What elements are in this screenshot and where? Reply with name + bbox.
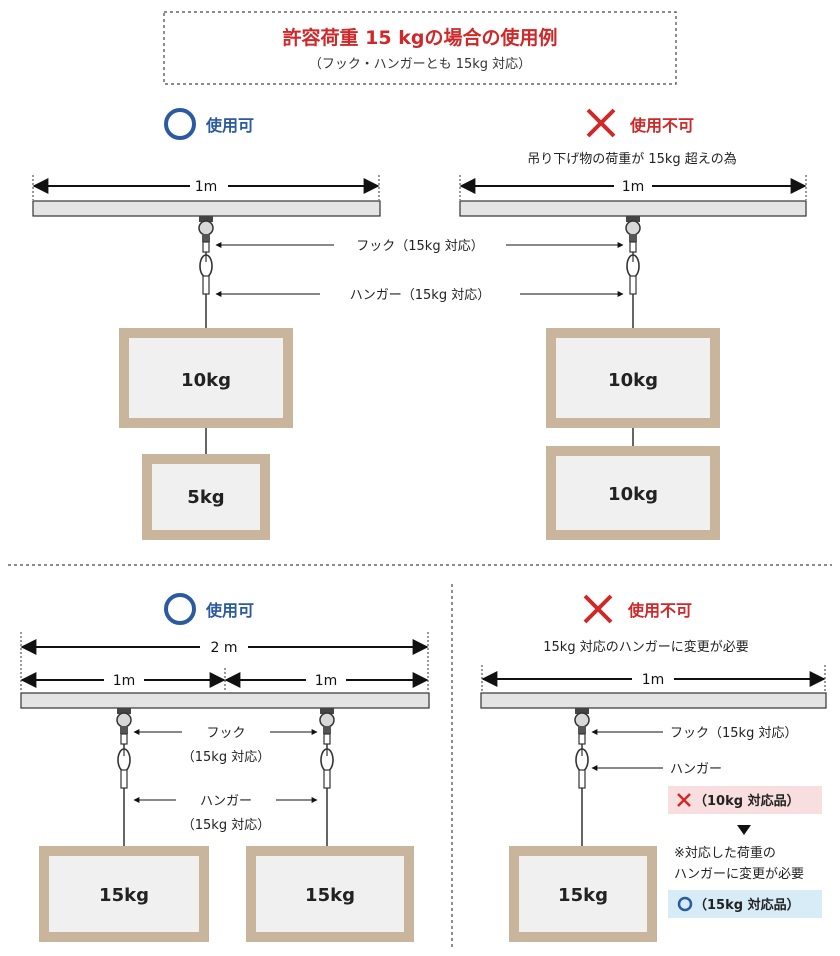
status-ok-label: 使用可 bbox=[205, 116, 254, 135]
hanger-callout-sub: （15kg 対応） bbox=[182, 818, 270, 833]
note-line-2: ハンガーに変更が必要 bbox=[674, 866, 804, 882]
weight-box bbox=[142, 454, 270, 540]
header-subtitle: （フック・ハンガーとも 15kg 対応） bbox=[309, 57, 531, 72]
panel-top-right: 使用不可 吊り下げ物の荷重が 15kg 超えの為 1m 10kg 10kg bbox=[459, 108, 807, 540]
hook-callout-sub: （15kg 対応） bbox=[182, 750, 270, 765]
cross-ng-icon bbox=[677, 793, 691, 807]
weight-label: 5kg bbox=[187, 487, 224, 508]
weight-box bbox=[39, 846, 209, 942]
weight-box bbox=[546, 446, 720, 540]
span-b-label: 1m bbox=[315, 673, 338, 689]
hanger-callout: ハンガー（15kg 対応） bbox=[350, 288, 490, 303]
ok-product-label: （15kg 対応品） bbox=[694, 897, 800, 913]
cross-ng-icon bbox=[586, 108, 616, 138]
weight-box bbox=[509, 846, 657, 942]
hanger-callout: ハンガー bbox=[670, 762, 722, 777]
panel-bottom-right: 使用不可 15kg 対応のハンガーに変更が必要 1m フック（15kg 対応） … bbox=[480, 594, 827, 942]
span-total-label: 2 m bbox=[211, 640, 238, 656]
rail bbox=[480, 692, 827, 709]
cross-ng-icon bbox=[583, 594, 613, 624]
weight-label: 15kg bbox=[558, 885, 608, 906]
hanger-callout: ハンガー bbox=[200, 794, 252, 809]
weight-box bbox=[246, 846, 414, 942]
span-a-label: 1m bbox=[113, 673, 136, 689]
status-ok-label: 使用可 bbox=[205, 601, 254, 620]
status-ng-label: 使用不可 bbox=[629, 116, 694, 135]
top-callouts: フック（15kg 対応） ハンガー（15kg 対応） bbox=[215, 239, 624, 303]
down-triangle-icon bbox=[737, 825, 751, 835]
hook-callout: フック bbox=[206, 726, 245, 741]
ng-reason: 吊り下げ物の荷重が 15kg 超えの為 bbox=[527, 151, 737, 167]
panel-top-left: 使用可 1m 10kg 5kg bbox=[32, 108, 381, 540]
header-title: 許容荷重 15 kgの場合の使用例 bbox=[283, 26, 558, 49]
weight-box bbox=[546, 328, 720, 428]
hook-callout: フック（15kg 対応） bbox=[356, 239, 483, 254]
circle-ok-icon bbox=[164, 108, 196, 140]
panel-bottom-left: 使用可 2 m 1m 1m フック （15kg 対応） ハンガー （15kg 対… bbox=[20, 593, 430, 942]
weight-label: 15kg bbox=[99, 885, 149, 906]
circle-ok-icon bbox=[677, 896, 693, 912]
weight-label: 10kg bbox=[608, 370, 658, 391]
weight-label: 10kg bbox=[608, 484, 658, 505]
rail bbox=[459, 200, 807, 217]
ng-product-badge bbox=[668, 786, 822, 814]
circle-ok-icon bbox=[164, 593, 196, 625]
weight-label: 10kg bbox=[181, 370, 231, 391]
ng-product-label: （10kg 対応品） bbox=[694, 793, 800, 809]
rail bbox=[32, 200, 381, 217]
ng-reason: 15kg 対応のハンガーに変更が必要 bbox=[543, 639, 748, 655]
status-ng-label: 使用不可 bbox=[627, 601, 692, 620]
ok-product-badge bbox=[668, 890, 822, 918]
weight-label: 15kg bbox=[305, 885, 355, 906]
note-line-1: ※対応した荷重の bbox=[674, 845, 776, 861]
weight-box bbox=[119, 328, 293, 428]
rail bbox=[20, 692, 430, 709]
span-label: 1m bbox=[622, 179, 645, 195]
hook-callout: フック（15kg 対応） bbox=[670, 726, 797, 741]
span-label: 1m bbox=[195, 179, 218, 195]
span-label: 1m bbox=[642, 672, 665, 688]
header-box bbox=[163, 11, 677, 85]
